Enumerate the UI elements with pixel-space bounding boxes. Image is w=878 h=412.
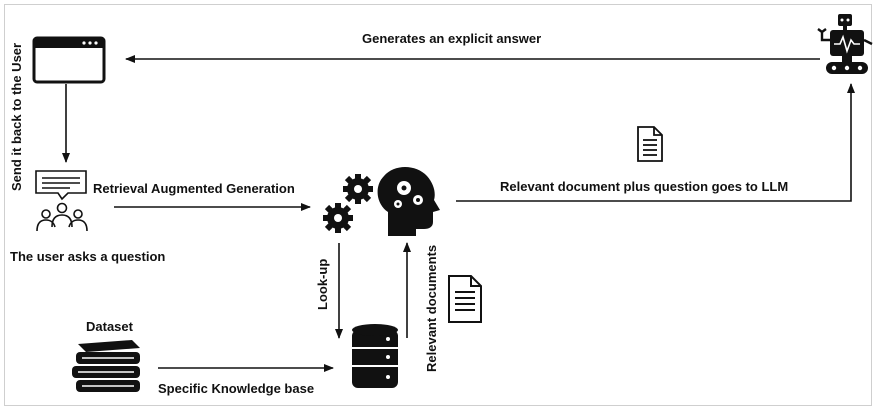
connector-arrows [62, 55, 855, 372]
label-send-back-user: Send it back to the User [9, 42, 24, 191]
label-relevant-documents: Relevant documents [424, 244, 439, 372]
document-icon [448, 275, 482, 323]
label-dataset: Dataset [86, 319, 133, 334]
label-knowledge-base: Specific Knowledge base [158, 381, 315, 396]
gears-head-icon [323, 167, 440, 236]
diagram-frame [4, 4, 872, 406]
robot-llm-icon [817, 14, 873, 74]
books-icon [72, 340, 140, 392]
arrow-rag-to-llm [456, 83, 855, 202]
gear-icon [323, 203, 353, 233]
users-question-icon [35, 170, 88, 232]
browser-window-icon [32, 36, 106, 84]
document-icon [637, 126, 663, 162]
label-relevant-doc-llm: Relevant document plus question goes to … [500, 179, 789, 194]
database-icon [352, 324, 398, 388]
label-look-up: Look-up [315, 258, 330, 310]
label-rag: Retrieval Augmented Generation [93, 181, 295, 196]
gear-icon [343, 174, 373, 204]
head-silhouette [377, 167, 440, 236]
label-user-asks: The user asks a question [10, 249, 166, 264]
label-generates-answer: Generates an explicit answer [362, 31, 542, 46]
